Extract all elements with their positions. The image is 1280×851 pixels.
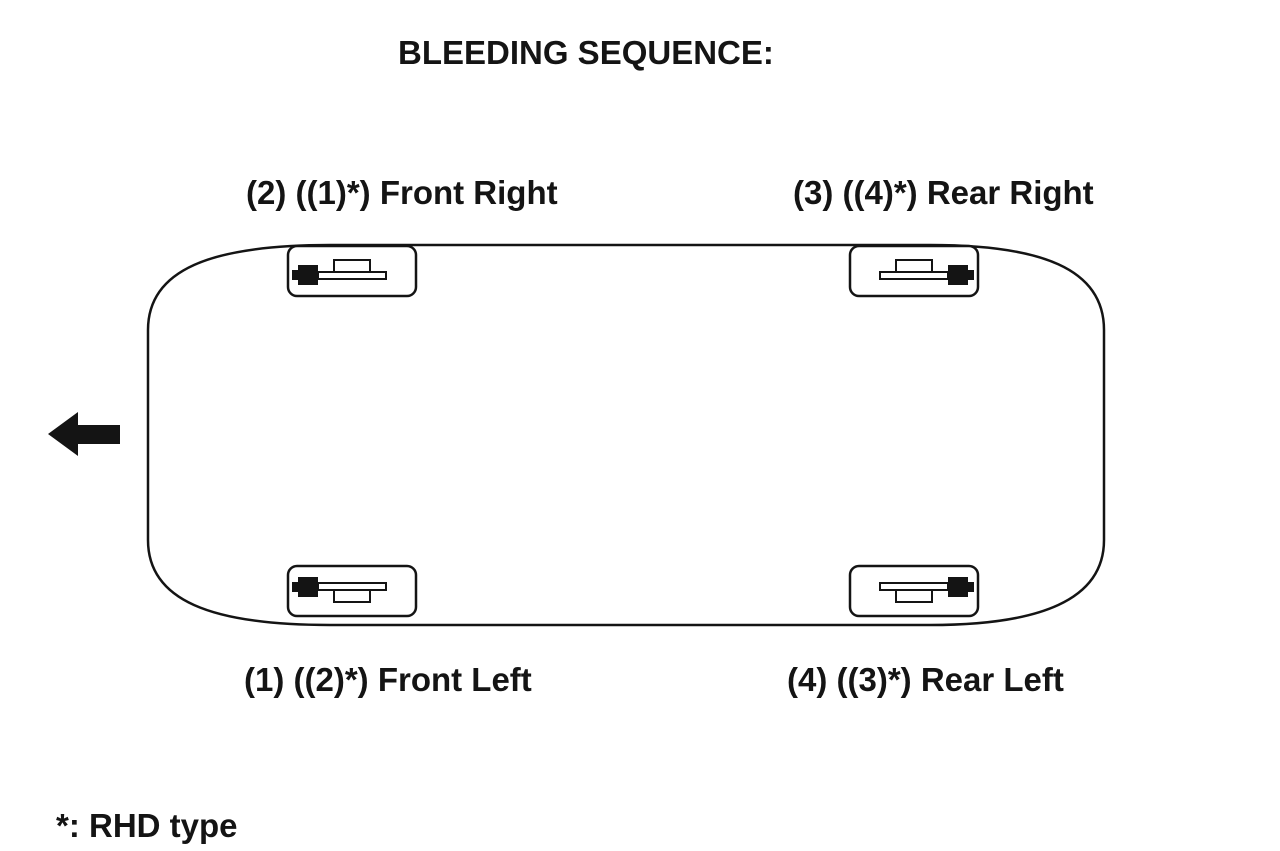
vehicle-body-outline — [146, 243, 1106, 627]
front-right-brake-icon — [286, 244, 418, 298]
front-left-label: (1) ((2)*) Front Left — [244, 661, 532, 698]
rear-left-label: (4) ((3)*) Rear Left — [787, 661, 1064, 698]
arrow-left-icon — [48, 412, 120, 456]
rear-left-brake-icon — [848, 564, 980, 618]
front-right-label: (2) ((1)*) Front Right — [246, 174, 558, 211]
front-left-brake-icon — [286, 564, 418, 618]
rear-right-brake-icon — [848, 244, 980, 298]
diagram-title: BLEEDING SEQUENCE: — [398, 34, 774, 71]
rhd-footnote: *: RHD type — [56, 807, 238, 844]
rear-right-label: (3) ((4)*) Rear Right — [793, 174, 1094, 211]
